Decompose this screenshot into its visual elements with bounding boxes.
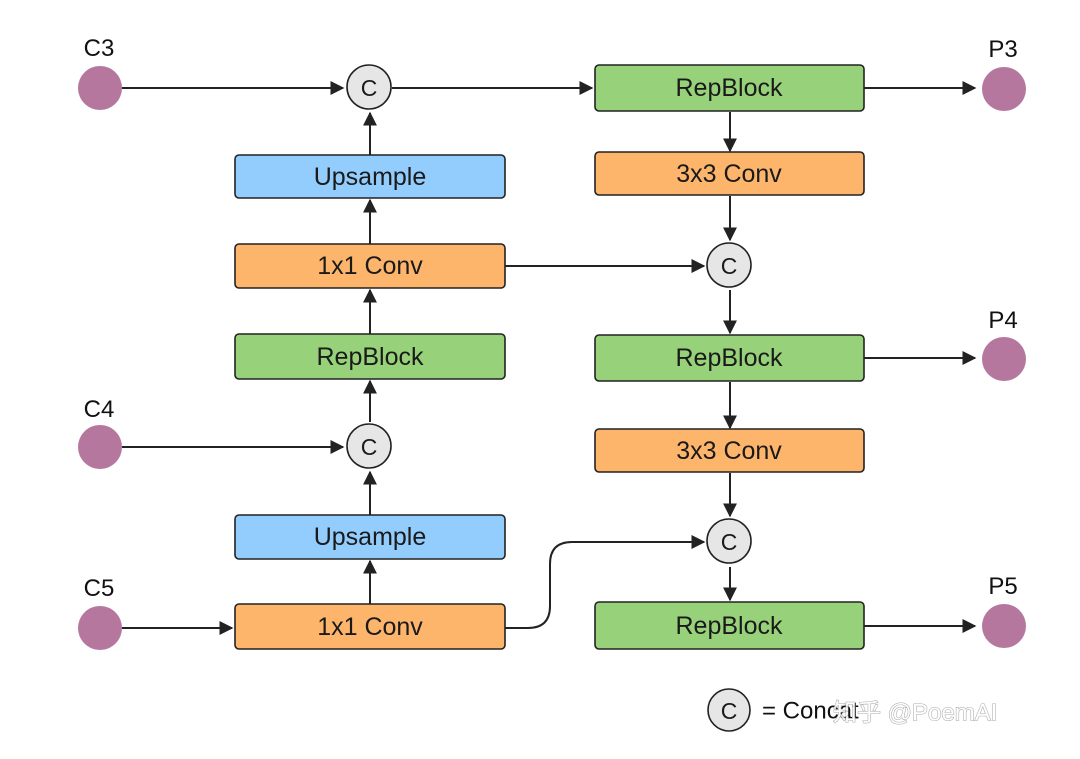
node-label-p5: P5: [988, 573, 1017, 600]
block-repblock-left: RepBlock: [234, 333, 506, 380]
block-conv1x1-bottom: 1x1 Conv: [234, 603, 506, 650]
conv-box: [234, 243, 506, 289]
arrow-conv1x1-bottom-to-concat-right-bottom: [505, 535, 706, 629]
block-repblock-mid: RepBlock: [594, 334, 865, 382]
node-label-p3: P3: [988, 36, 1017, 63]
block-label: 1x1 Conv: [317, 252, 423, 280]
endpoint-circle: [78, 425, 122, 469]
repblock-box: [594, 334, 865, 382]
legend-concat-symbol: C: [721, 698, 738, 724]
block-label: RepBlock: [676, 612, 783, 640]
repblock-box: [594, 601, 865, 650]
input-node-c3: C3: [78, 35, 122, 110]
block-label: 3x3 Conv: [676, 160, 782, 188]
input-node-c4: C4: [78, 396, 122, 469]
endpoint-circle: [78, 606, 122, 650]
block-label: 3x3 Conv: [676, 437, 782, 465]
node-label-c4: C4: [84, 396, 115, 423]
block-label: 1x1 Conv: [317, 613, 423, 641]
concat-label: C: [721, 529, 738, 555]
endpoint-circle: [982, 67, 1026, 111]
block-conv3x3-top: 3x3 Conv: [594, 151, 865, 196]
block-upsample-bottom: Upsample: [234, 514, 506, 560]
block-label: RepBlock: [676, 344, 783, 372]
conv-box: [594, 428, 865, 473]
connectors: [122, 81, 977, 635]
output-node-p3: P3: [982, 36, 1026, 111]
node-label-p4: P4: [988, 307, 1017, 334]
upsample-box: [234, 514, 506, 560]
concat-circle: [346, 423, 392, 469]
legend-text: = Concat: [762, 698, 859, 725]
input-node-c5: C5: [78, 575, 122, 650]
concat-label: C: [361, 75, 378, 101]
node-label-c5: C5: [84, 575, 115, 602]
node-label-c3: C3: [84, 35, 115, 62]
watermark: 知乎 @PoemAI: [833, 700, 997, 727]
block-upsample-top: Upsample: [234, 154, 506, 199]
output-node-p5: P5: [982, 573, 1026, 648]
concat-circle: [706, 518, 752, 564]
block-conv3x3-mid: 3x3 Conv: [594, 428, 865, 473]
concat-node-bottom-right: C: [706, 518, 752, 564]
concat-node-mid-left: C: [346, 423, 392, 469]
conv-box: [234, 603, 506, 650]
upsample-box: [234, 154, 506, 199]
endpoint-circle: [982, 604, 1026, 648]
repblock-box: [594, 64, 865, 112]
concat-label: C: [361, 434, 378, 460]
block-label: RepBlock: [317, 343, 424, 371]
block-repblock-top: RepBlock: [594, 64, 865, 112]
endpoint-circle: [78, 66, 122, 110]
block-label: Upsample: [314, 163, 427, 191]
concat-label: C: [721, 253, 738, 279]
conv-box: [594, 151, 865, 196]
legend: C = Concat: [707, 688, 859, 732]
concat-circle: [706, 242, 752, 288]
output-node-p4: P4: [982, 307, 1026, 381]
block-label: Upsample: [314, 523, 427, 551]
block-repblock-bottom: RepBlock: [594, 601, 865, 650]
concat-node-top-left: C: [346, 64, 392, 110]
block-label: RepBlock: [676, 74, 783, 102]
concat-node-mid-right: C: [706, 242, 752, 288]
legend-concat-circle: [707, 688, 751, 732]
endpoint-circle: [982, 337, 1026, 381]
repblock-box: [234, 333, 506, 380]
block-conv1x1-top: 1x1 Conv: [234, 243, 506, 289]
concat-circle: [346, 64, 392, 110]
